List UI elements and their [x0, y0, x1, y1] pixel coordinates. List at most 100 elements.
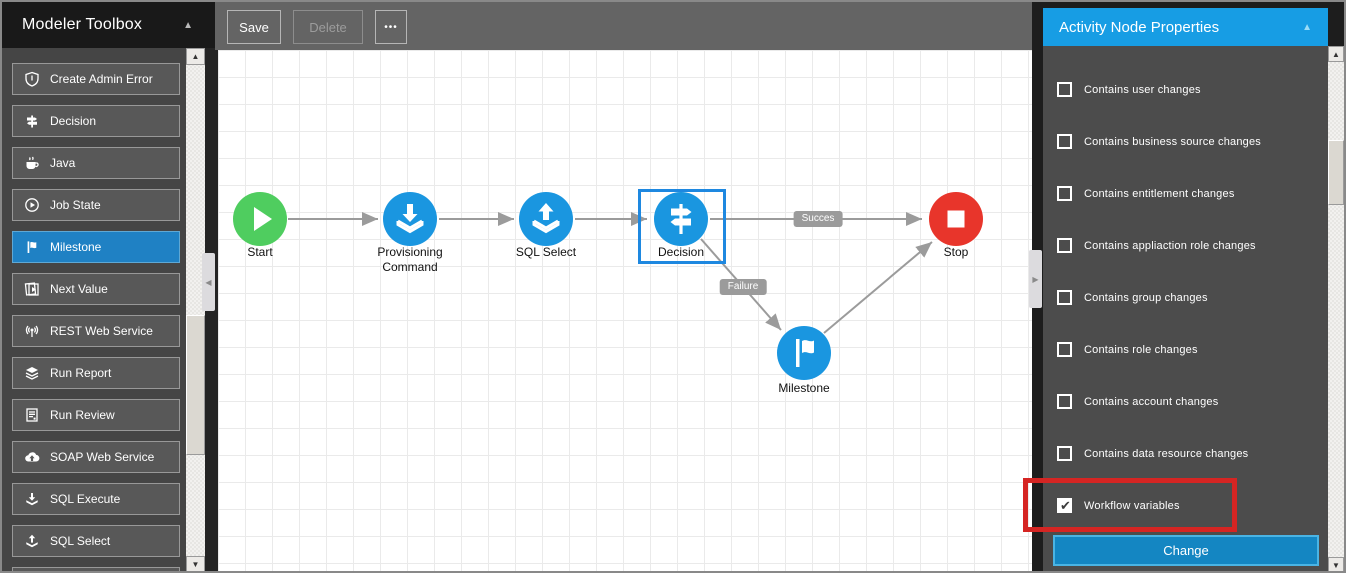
toolbox-item-sql-select[interactable]: SQL Select: [12, 525, 180, 557]
toolbox-sidebar: Create Admin Error Decision Java Job Sta…: [2, 48, 186, 571]
node-label-milestone: Milestone: [778, 381, 830, 395]
checkbox[interactable]: [1057, 290, 1072, 305]
edge-milestone-stop[interactable]: [823, 241, 933, 334]
edge-label-failure: Failure: [719, 279, 767, 295]
toolbox-item-next-value[interactable]: Next Value: [12, 273, 180, 305]
node-stop[interactable]: [929, 192, 983, 246]
checkbox-row-account-changes[interactable]: Contains account changes: [1057, 394, 1218, 409]
toolbox-item-soap-web-service[interactable]: SOAP Web Service: [12, 441, 180, 473]
cloud-upload-icon: [25, 452, 40, 462]
checkbox[interactable]: [1057, 446, 1072, 461]
stop-square-icon: [947, 210, 965, 228]
tray-up-icon: [26, 534, 38, 548]
scroll-up-button[interactable]: ▲: [1328, 46, 1344, 62]
node-label-start: Start: [247, 245, 273, 259]
node-sql-select[interactable]: [519, 192, 573, 246]
toolbox-item-label: Job State: [50, 198, 101, 212]
checkbox[interactable]: [1057, 394, 1072, 409]
toolbox-item-label: REST Web Service: [50, 324, 153, 338]
toolbox-item-milestone[interactable]: Milestone: [12, 231, 180, 263]
properties-header: Activity Node Properties ▲: [1043, 8, 1328, 46]
flag-icon: [27, 241, 37, 253]
canvas-toolbar: Save Delete •••: [215, 2, 1032, 50]
play-icon: [254, 207, 272, 231]
toolbox-item-rest-web-service[interactable]: REST Web Service: [12, 315, 180, 347]
checkbox[interactable]: [1057, 238, 1072, 253]
toolbox-item-run-review[interactable]: Run Review: [12, 399, 180, 431]
checkbox[interactable]: [1057, 134, 1072, 149]
checkbox-label: Workflow variables: [1084, 499, 1180, 512]
checkbox-row-workflow-variables[interactable]: Workflow variables: [1057, 498, 1180, 514]
coffee-icon: [26, 156, 39, 169]
toolbox-item-sql-execute[interactable]: SQL Execute: [12, 483, 180, 515]
scroll-down-button[interactable]: ▼: [1328, 557, 1344, 571]
scroll-up-button[interactable]: ▲: [186, 48, 205, 65]
checkbox[interactable]: [1057, 498, 1072, 514]
collapse-toolbox-handle[interactable]: ◀: [202, 253, 215, 311]
toolbox-scrollbar[interactable]: ▲ ▼: [186, 48, 205, 571]
checkbox-row-application-role-changes[interactable]: Contains appliaction role changes: [1057, 238, 1256, 253]
checkbox-label: Contains user changes: [1084, 83, 1201, 96]
scroll-up-icon: ▲: [191, 52, 200, 61]
checkbox-row-user-changes[interactable]: Contains user changes: [1057, 82, 1201, 97]
checkbox[interactable]: [1057, 342, 1072, 357]
checkbox-row-entitlement-changes[interactable]: Contains entitlement changes: [1057, 186, 1235, 201]
signpost-icon: [27, 115, 37, 128]
node-decision[interactable]: [654, 192, 708, 246]
scrollbar-thumb[interactable]: [186, 315, 205, 455]
layers-icon: [25, 367, 39, 380]
tray-down-icon: [26, 493, 38, 506]
toolbox-item-java[interactable]: Java: [12, 147, 180, 179]
toolbox-collapse-icon[interactable]: ▲: [183, 19, 193, 31]
shield-icon: [25, 71, 39, 87]
checkbox-row-group-changes[interactable]: Contains group changes: [1057, 290, 1208, 305]
scroll-down-button[interactable]: ▼: [186, 556, 205, 571]
checkbox-row-role-changes[interactable]: Contains role changes: [1057, 342, 1198, 357]
checkbox-label: Contains group changes: [1084, 291, 1208, 304]
toolbox-item-label: Decision: [50, 114, 97, 128]
more-options-button[interactable]: •••: [375, 10, 407, 44]
collapse-left-icon: ◀: [205, 277, 212, 287]
tray-down-icon: [396, 204, 424, 234]
toolbox-item-partial[interactable]: [12, 567, 180, 571]
checkbox-label: Contains account changes: [1084, 395, 1219, 408]
properties-scrollbar[interactable]: ▲ ▼: [1328, 46, 1344, 571]
checkbox[interactable]: [1057, 186, 1072, 201]
toolbox-item-label: Create Admin Error: [50, 72, 153, 86]
scroll-up-icon: ▲: [1332, 49, 1340, 59]
collapse-properties-handle[interactable]: ▶: [1029, 250, 1042, 308]
save-button[interactable]: Save: [227, 10, 281, 44]
scrollbar-thumb[interactable]: [1328, 140, 1344, 205]
change-button[interactable]: Change: [1053, 535, 1319, 566]
checkbox-row-business-source-changes[interactable]: Contains business source changes: [1057, 134, 1261, 149]
toolbox-item-decision[interactable]: Decision: [12, 105, 180, 137]
toolbox-item-label: Milestone: [50, 240, 102, 254]
signpost-icon: [670, 204, 692, 234]
node-selection-box: [638, 189, 726, 264]
pages-play-icon: [24, 282, 39, 296]
checkbox-label: Contains business source changes: [1084, 135, 1262, 148]
edge-label-success: Succes: [793, 211, 843, 227]
node-provisioning-command[interactable]: [383, 192, 437, 246]
toolbox-item-label: Java: [50, 156, 76, 170]
node-milestone[interactable]: [777, 326, 831, 380]
checkbox-row-data-resource-changes[interactable]: Contains data resource changes: [1057, 446, 1248, 461]
delete-button[interactable]: Delete: [293, 10, 363, 44]
node-label-provisioning: Provisioning Command: [377, 245, 443, 274]
node-label-decision: Decision: [657, 245, 705, 259]
node-label-sql-select: SQL Select: [515, 245, 577, 259]
toolbox-item-create-admin-error[interactable]: Create Admin Error: [12, 63, 180, 95]
toolbox-item-label: SQL Select: [50, 534, 111, 548]
node-start[interactable]: [233, 192, 287, 246]
toolbox-header: Modeler Toolbox ▲: [2, 2, 215, 48]
workflow-canvas[interactable]: Start Provisioning Command SQL Select De…: [218, 50, 1032, 571]
toolbox-item-label: Next Value: [50, 282, 108, 296]
play-circle-icon: [25, 198, 39, 212]
checkbox[interactable]: [1057, 82, 1072, 97]
properties-collapse-icon[interactable]: ▲: [1302, 21, 1312, 33]
toolbox-item-label: Run Report: [50, 366, 112, 380]
scroll-down-icon: ▼: [1332, 560, 1340, 570]
toolbox-item-job-state[interactable]: Job State: [12, 189, 180, 221]
toolbox-item-run-report[interactable]: Run Report: [12, 357, 180, 389]
